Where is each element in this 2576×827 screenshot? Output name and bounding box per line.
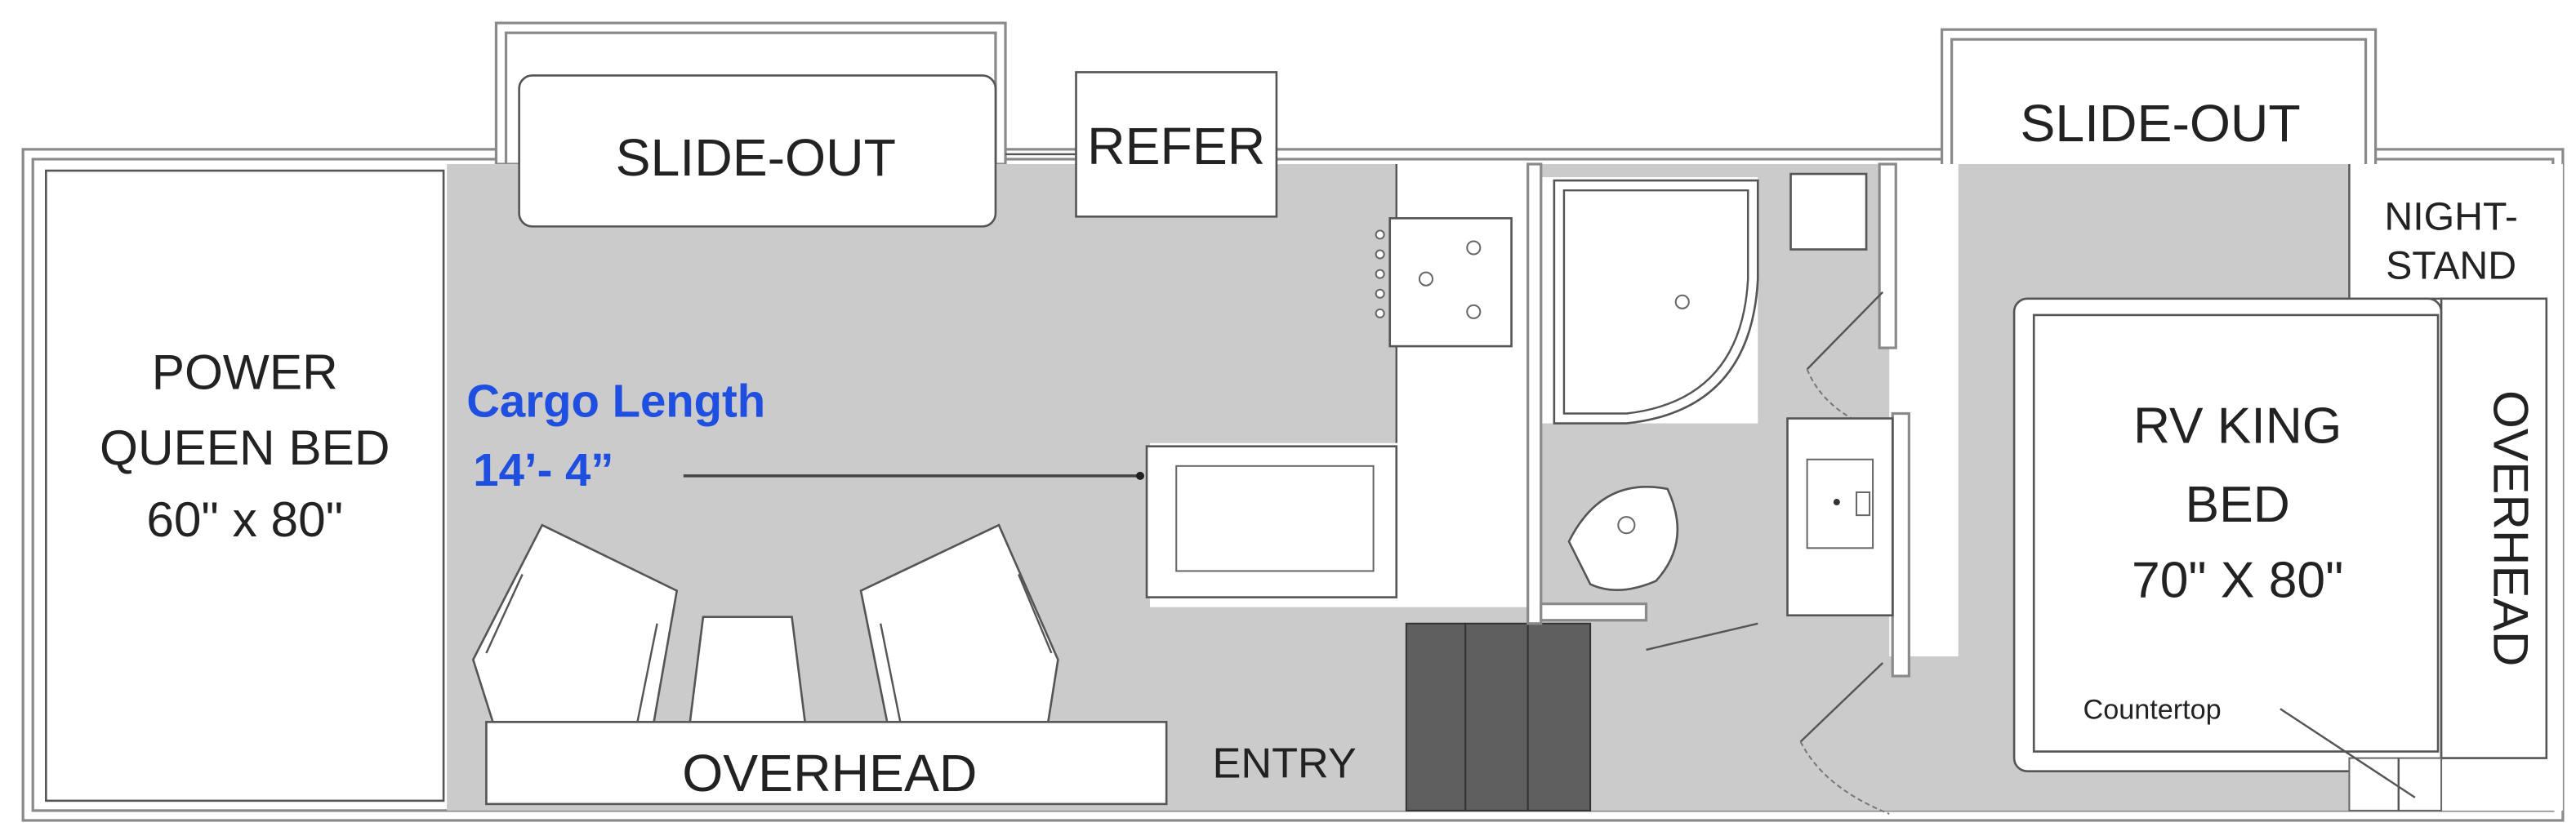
slide-out-left[interactable]: SLIDE-OUT: [518, 74, 997, 228]
king-bed-label-2: BED: [2186, 477, 2290, 533]
shower[interactable]: [1553, 179, 1759, 425]
slide-out-right[interactable]: SLIDE-OUT: [2020, 94, 2300, 153]
entry-steps[interactable]: [1405, 622, 1592, 811]
slide-out-left-label: SLIDE-OUT: [616, 128, 896, 187]
side-table[interactable]: [689, 616, 807, 723]
refer-label: REFER: [1087, 117, 1265, 176]
queen-bed-label-3: 60" x 80": [146, 491, 343, 547]
bath-cabinet[interactable]: [1789, 162, 1897, 349]
queen-bed-label-1: POWER: [152, 344, 338, 399]
king-bed-label-3: 70" X 80": [2132, 553, 2343, 609]
queen-bed[interactable]: POWER QUEEN BED 60" x 80": [45, 169, 445, 803]
countertop-label: Countertop: [2084, 694, 2222, 725]
toilet[interactable]: [1567, 485, 1679, 591]
queen-bed-label-2: QUEEN BED: [100, 420, 390, 475]
king-bed[interactable]: RV KING BED 70" X 80": [2012, 297, 2443, 772]
king-bed-label-1: RV KING: [2133, 398, 2342, 455]
cargo-length-value: 14’- 4”: [473, 444, 613, 496]
cargo-length-dimension: Cargo Length 14’- 4”: [466, 376, 1144, 496]
nightstand-label-1: NIGHT-: [2384, 194, 2518, 238]
slide-out-right-label: SLIDE-OUT: [2020, 94, 2300, 153]
kitchen-sink-counter[interactable]: [1145, 445, 1398, 598]
refrigerator[interactable]: REFER: [1005, 71, 1278, 218]
overhead-cabinet-right[interactable]: OVERHEAD: [2440, 297, 2548, 759]
overhead-right-label: OVERHEAD: [2483, 390, 2538, 666]
cargo-length-label: Cargo Length: [466, 376, 765, 427]
stove[interactable]: [1375, 163, 1513, 443]
nightstand-label-2: STAND: [2386, 244, 2516, 288]
bath-door-middle[interactable]: [1646, 622, 1758, 651]
overhead-bottom-label: OVERHEAD: [682, 744, 977, 803]
bath-wall: [1526, 162, 1648, 625]
entry-label: ENTRY: [1212, 740, 1356, 788]
bathroom-vanity[interactable]: [1786, 411, 1910, 678]
overhead-cabinet-bottom[interactable]: OVERHEAD: [485, 721, 1168, 806]
countertop-callout: Countertop: [2084, 694, 2443, 811]
stove-knobs: [1375, 229, 1385, 318]
bath-door-lower[interactable]: [1799, 662, 1890, 815]
